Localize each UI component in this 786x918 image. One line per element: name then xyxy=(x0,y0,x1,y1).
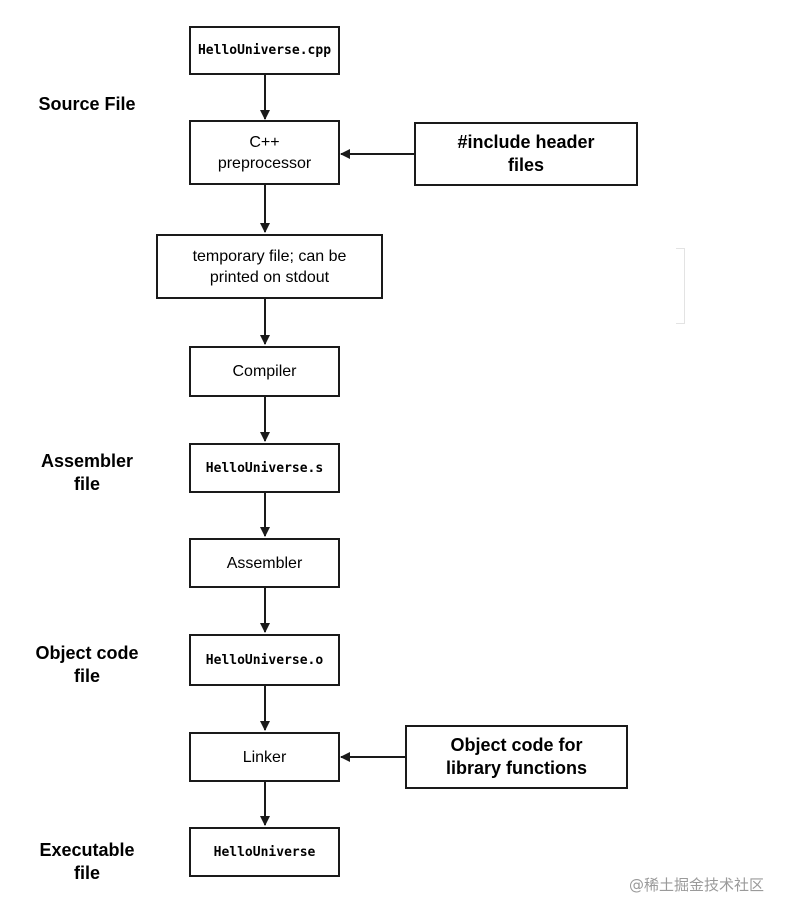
assembler-file-box: HelloUniverse.s xyxy=(189,443,340,493)
linker-box: Linker xyxy=(189,732,340,782)
object-file-box: HelloUniverse.o xyxy=(189,634,340,686)
preprocessor-box: C++ preprocessor xyxy=(189,120,340,185)
label-executable-file: Executable file xyxy=(39,840,135,883)
label-source-file: Source File xyxy=(38,94,136,114)
label-assembler-file: Assembler file xyxy=(40,451,134,494)
watermark-text: @稀土掘金技术社区 xyxy=(628,876,764,894)
assembler-box: Assembler xyxy=(189,538,340,588)
include-header-files-box: #include header files xyxy=(414,122,638,186)
source-file-box: HelloUniverse.cpp xyxy=(189,26,340,75)
faint-bracket-artifact xyxy=(676,248,685,324)
library-functions-box: Object code for library functions xyxy=(405,725,628,789)
executable-box: HelloUniverse xyxy=(189,827,340,877)
label-object-code-file: Object code file xyxy=(35,643,139,686)
compiler-box: Compiler xyxy=(189,346,340,397)
temporary-file-box: temporary file; can be printed on stdout xyxy=(156,234,383,299)
